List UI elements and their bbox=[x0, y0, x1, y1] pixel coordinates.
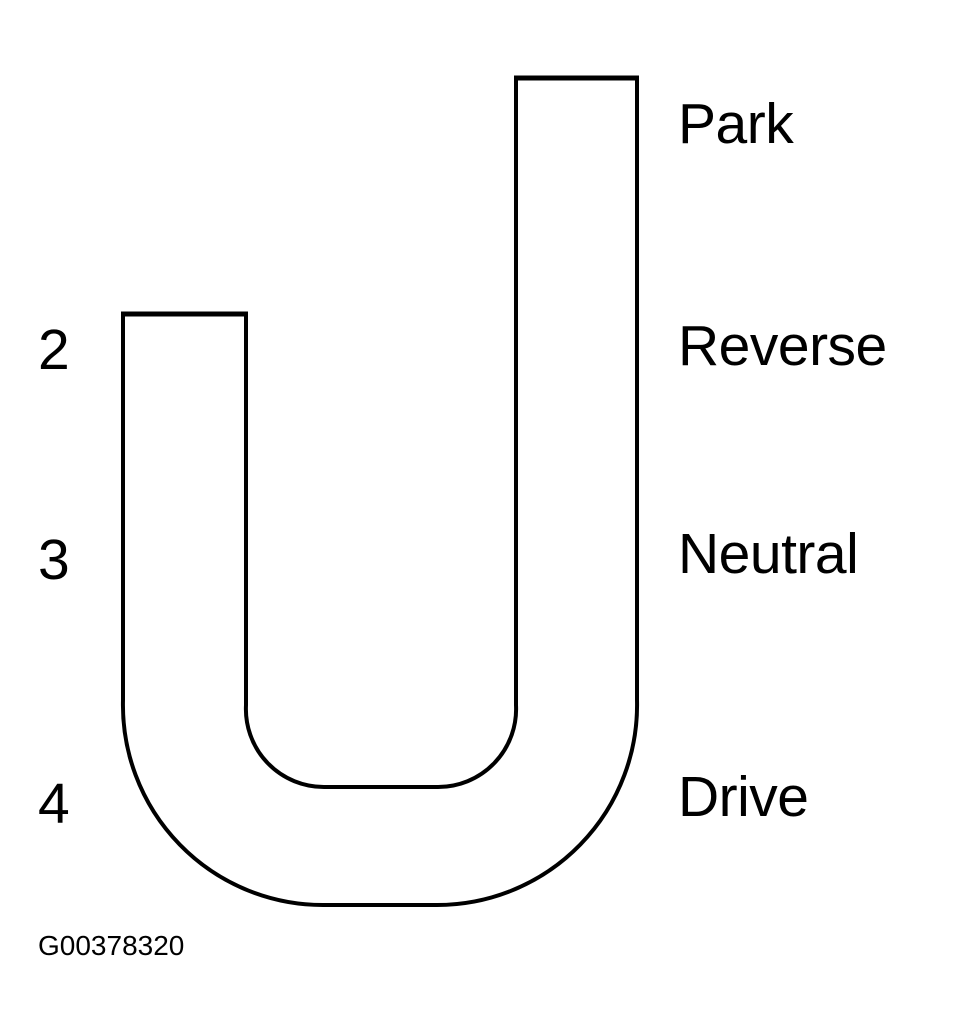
range-label-2: 2 bbox=[38, 318, 70, 382]
gear-label-neutral: Neutral bbox=[678, 522, 859, 586]
shift-gate-inner-contour bbox=[243, 78, 519, 790]
figure-reference-code: G00378320 bbox=[38, 930, 185, 961]
gear-label-reverse: Reverse bbox=[678, 314, 887, 378]
gear-label-drive: Drive bbox=[678, 765, 809, 829]
shift-gate-outer-contour bbox=[120, 78, 640, 907]
range-label-3: 3 bbox=[38, 528, 70, 592]
range-label-4: 4 bbox=[38, 772, 70, 836]
gear-label-park: Park bbox=[678, 92, 794, 156]
